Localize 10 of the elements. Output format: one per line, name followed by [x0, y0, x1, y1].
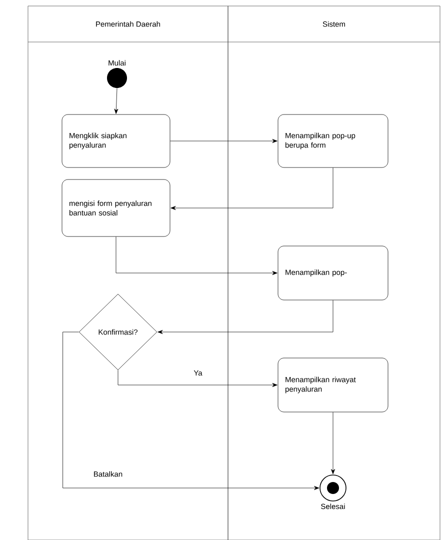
arrow	[62, 332, 320, 490]
arrow	[331, 412, 335, 474]
arrow	[116, 236, 278, 275]
arrow	[158, 300, 334, 334]
start-node	[107, 68, 127, 88]
arrow	[114, 88, 118, 114]
arrow	[170, 168, 334, 210]
end-node	[320, 474, 346, 502]
arrow	[170, 139, 278, 143]
arrow	[118, 370, 278, 387]
